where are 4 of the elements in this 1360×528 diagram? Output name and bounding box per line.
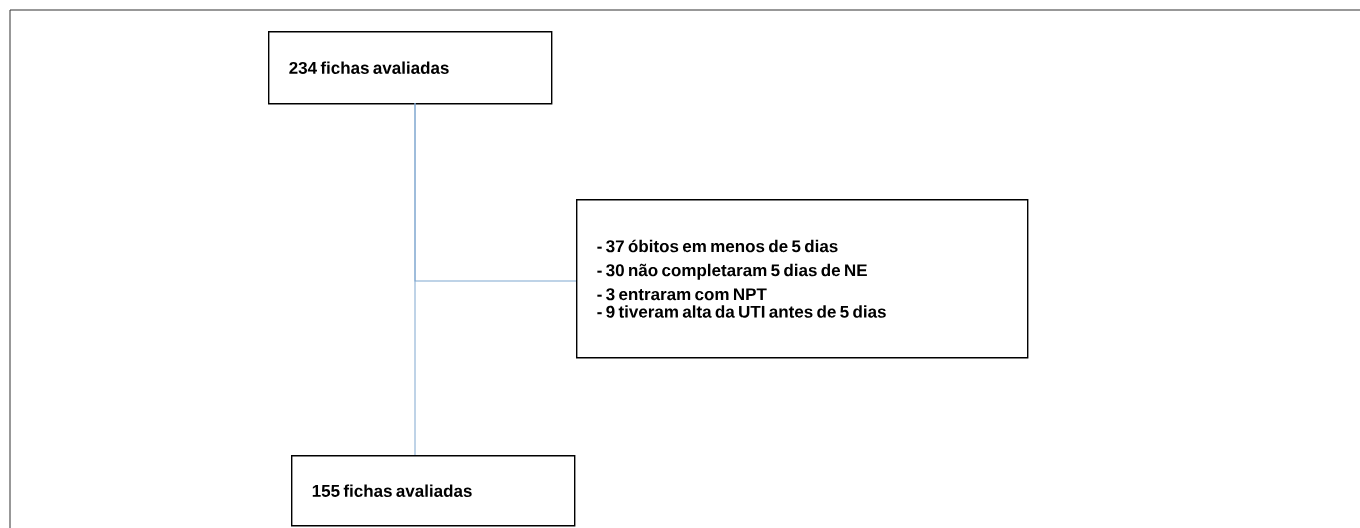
box: 155 fichas avaliadas bbox=[291, 455, 576, 527]
box: 234 fichas avaliadas bbox=[268, 31, 553, 105]
connector-line bbox=[414, 102, 577, 282]
box: - 37 óbitos em menos de 5 dias - 30 não completaram 5 dias de NE - 3 entraram com NPT - 9 tiveram alta da UTI antes de 5 dias bbox=[576, 199, 1029, 359]
